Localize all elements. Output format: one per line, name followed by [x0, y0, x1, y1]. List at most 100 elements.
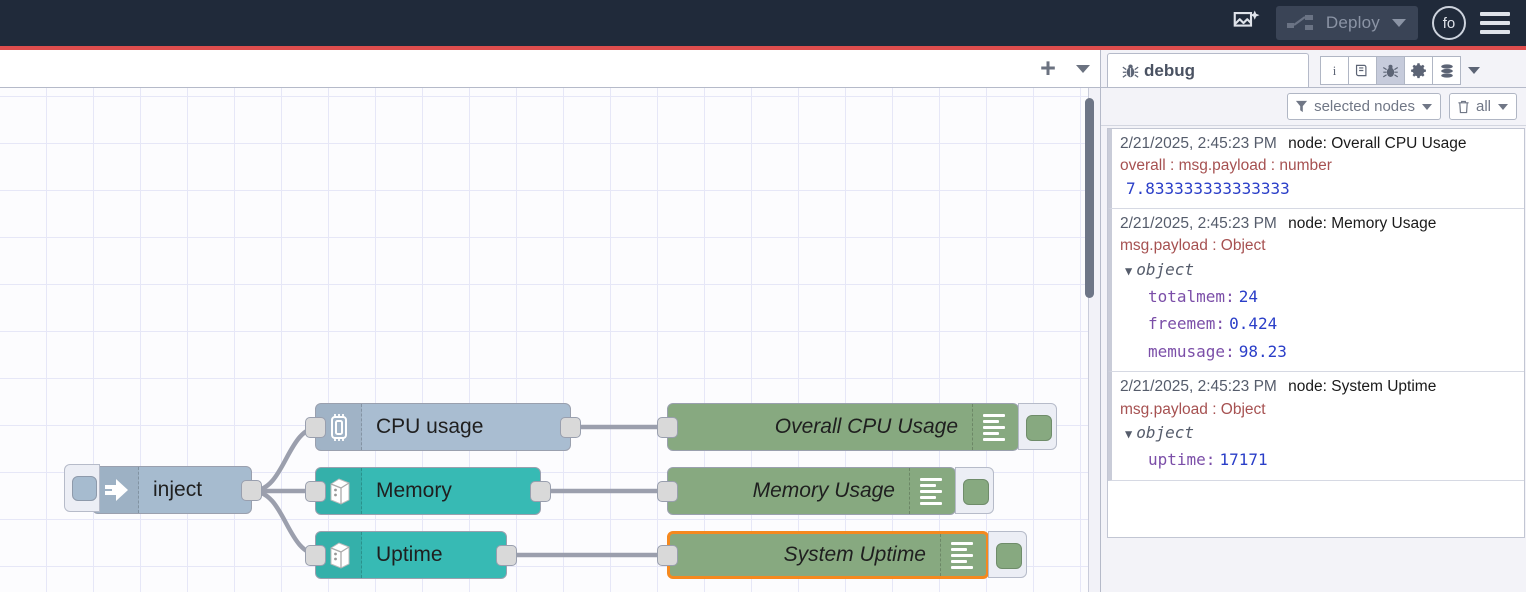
avatar-initials: fo: [1442, 14, 1456, 32]
funnel-icon: [1296, 100, 1308, 113]
chevron-down-icon[interactable]: [1066, 51, 1100, 87]
output-port[interactable]: [241, 480, 262, 501]
debug-property-value: 0.424: [1229, 314, 1278, 334]
flow-tab-bar: [0, 50, 1100, 88]
input-port[interactable]: [305, 417, 326, 438]
debug-message-header: 2/21/2025, 2:45:23 PM node: Memory Usage: [1120, 213, 1518, 235]
debug-object-label: object: [1136, 260, 1195, 280]
info-icon[interactable]: i: [1320, 56, 1349, 85]
node-label: Overall CPU Usage: [774, 415, 958, 438]
debug-lines-icon: [909, 468, 955, 514]
flow-canvas[interactable]: inject CPU usage: [0, 88, 1088, 592]
debug-property: freemem:0.424: [1120, 310, 1518, 338]
node-label: Memory Usage: [752, 479, 895, 502]
node-label: CPU usage: [376, 415, 484, 438]
debug-toggle-icon[interactable]: [1018, 403, 1057, 450]
triangle-down-icon: ▼: [1125, 264, 1133, 279]
node-label: Uptime: [376, 543, 443, 566]
debug-property-value: 17171: [1219, 450, 1268, 469]
node-inject[interactable]: inject: [64, 464, 262, 514]
book-icon[interactable]: [1348, 56, 1377, 85]
debug-message-header: 2/21/2025, 2:45:23 PM node: Overall CPU …: [1120, 133, 1518, 155]
clear-all-button[interactable]: all: [1448, 93, 1517, 120]
debug-property-key: freemem:: [1148, 314, 1226, 334]
header-accent-line: [0, 46, 1526, 50]
node-debug-memory-usage[interactable]: Memory Usage: [657, 467, 994, 515]
input-port[interactable]: [657, 545, 678, 566]
inject-button-icon[interactable]: [64, 464, 100, 512]
tab-debug[interactable]: debug: [1107, 53, 1309, 87]
input-port[interactable]: [305, 481, 326, 502]
node-memory[interactable]: Memory: [305, 467, 551, 515]
debug-source-node: node: Overall CPU Usage: [1288, 135, 1467, 152]
debug-value: 7.833333333333333: [1126, 179, 1290, 199]
clear-all-label: all: [1475, 98, 1491, 115]
debug-property-key: uptime:: [1148, 450, 1216, 469]
debug-property-key: memusage:: [1148, 341, 1235, 361]
debug-property: memusage:98.23: [1120, 338, 1518, 366]
image-sparkle-icon[interactable]: [1226, 3, 1266, 43]
deploy-icon: [1286, 15, 1313, 30]
output-port[interactable]: [496, 545, 517, 566]
debug-object-toggle[interactable]: ▼object: [1120, 257, 1518, 283]
filter-selected-nodes-label: selected nodes: [1314, 98, 1415, 115]
debug-source-node: node: System Uptime: [1288, 378, 1437, 396]
debug-object-toggle[interactable]: ▼object: [1120, 420, 1518, 446]
debug-message[interactable]: 2/21/2025, 2:45:23 PM node: Overall CPU …: [1108, 129, 1524, 209]
inject-arrow-icon: [93, 467, 139, 513]
node-cpu-usage[interactable]: CPU usage: [305, 403, 581, 451]
tab-debug-label: debug: [1144, 60, 1195, 80]
sidebar-icon-group: i: [1320, 56, 1487, 85]
debug-lines-icon: [972, 404, 1018, 450]
debug-topic: msg.payload : Object: [1120, 237, 1266, 255]
debug-toggle-icon[interactable]: [988, 531, 1027, 578]
right-sidebar: debug i: [1100, 50, 1526, 592]
debug-toggle-icon[interactable]: [955, 467, 994, 514]
debug-property-value: 98.23: [1238, 341, 1287, 361]
debug-message[interactable]: 2/21/2025, 2:45:23 PM node: System Uptim…: [1108, 372, 1524, 481]
debug-message[interactable]: 2/21/2025, 2:45:23 PM node: Memory Usage…: [1108, 208, 1524, 373]
output-port[interactable]: [530, 481, 551, 502]
debug-message-list[interactable]: 2/21/2025, 2:45:23 PM node: Overall CPU …: [1107, 128, 1525, 538]
trash-icon: [1458, 100, 1469, 113]
deploy-button[interactable]: Deploy: [1275, 6, 1418, 40]
debug-source-node: node: Memory Usage: [1288, 214, 1437, 232]
app-header: Deploy fo: [0, 0, 1526, 46]
debug-topic: overall : msg.payload : number: [1120, 157, 1332, 175]
node-uptime[interactable]: Uptime: [305, 531, 517, 579]
input-port[interactable]: [657, 417, 678, 438]
chevron-down-icon[interactable]: [1461, 56, 1487, 85]
debug-timestamp: 2/21/2025, 2:45:23 PM: [1120, 378, 1277, 396]
debug-timestamp: 2/21/2025, 2:45:23 PM: [1120, 135, 1277, 152]
bug-icon[interactable]: [1376, 56, 1405, 85]
debug-message-header: 2/21/2025, 2:45:23 PM node: System Uptim…: [1120, 376, 1518, 398]
hamburger-menu-icon[interactable]: [1480, 12, 1510, 34]
gear-icon[interactable]: [1404, 56, 1433, 85]
chevron-down-icon: [1421, 103, 1432, 110]
context-stack-icon[interactable]: [1432, 56, 1461, 85]
node-debug-system-uptime[interactable]: System Uptime: [657, 531, 1027, 579]
node-debug-overall-cpu-usage[interactable]: Overall CPU Usage: [657, 403, 1057, 451]
chevron-down-icon[interactable]: [1392, 19, 1406, 27]
debug-topic: msg.payload : Object: [1120, 400, 1266, 418]
debug-lines-icon: [940, 534, 986, 576]
canvas-vertical-scrollbar[interactable]: [1085, 98, 1094, 298]
avatar[interactable]: fo: [1432, 6, 1466, 40]
debug-timestamp: 2/21/2025, 2:45:23 PM: [1120, 214, 1277, 232]
debug-property-key: totalmem:: [1148, 286, 1235, 306]
filter-selected-nodes-button[interactable]: selected nodes: [1287, 93, 1441, 120]
input-port[interactable]: [305, 545, 326, 566]
flow-wires: [249, 424, 673, 558]
debug-filter-row: selected nodes all: [1101, 88, 1526, 126]
deploy-label: Deploy: [1325, 13, 1380, 32]
input-port[interactable]: [657, 481, 678, 502]
chevron-down-icon: [1498, 103, 1508, 110]
debug-property: totalmem:24: [1120, 283, 1518, 311]
triangle-down-icon: ▼: [1125, 427, 1133, 442]
plus-icon[interactable]: [1030, 51, 1066, 87]
node-label: inject: [153, 478, 203, 501]
node-label: Memory: [376, 479, 452, 502]
output-port[interactable]: [560, 417, 581, 438]
debug-object-label: object: [1136, 423, 1195, 443]
bug-icon: [1122, 64, 1139, 78]
